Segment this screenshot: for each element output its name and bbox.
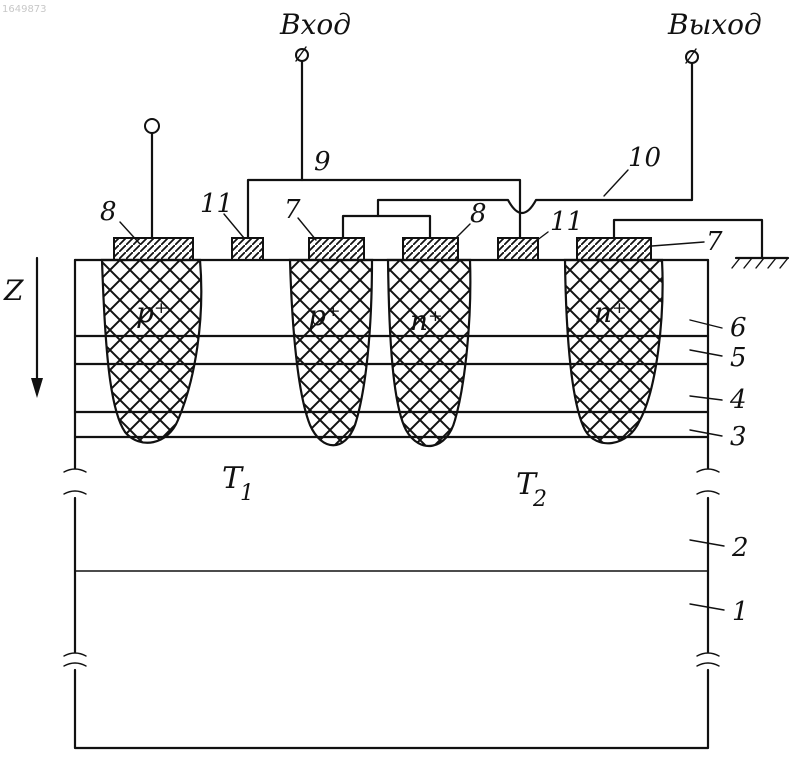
p-plus-region-center [290,260,372,445]
label-7-right: 7 [706,227,723,257]
label-8-center: 8 [470,199,487,229]
z-axis-arrow [31,258,43,398]
contact-pad-7-right [577,238,651,260]
label-6: 6 [730,313,747,343]
output-terminal-label: Выход [667,8,762,41]
label-10: 10 [628,143,661,173]
label-4: 4 [729,385,747,415]
z-axis-label: Z [3,274,24,307]
label-11-right: 11 [550,207,583,237]
contact-pad-8-left [114,238,193,260]
n-plus-region-right [565,260,663,443]
input-terminal-label: Вход [279,8,351,41]
contact-pad-11-left [232,238,263,260]
label-9: 9 [314,147,331,177]
contact-pad-7-center [309,238,364,260]
contact-pad-11-right [498,238,538,260]
region-label-p-center: p⁺ [308,299,341,332]
watermark: 1649873 [2,4,47,15]
transistor-subscript-t1: 1 [240,481,254,506]
bias-terminal-icon [145,119,159,133]
transistor-subscript-t2: 2 [532,487,547,512]
region-label-p-left: p⁺ [136,296,169,329]
n-plus-region-center [388,260,470,446]
label-7-center: 7 [284,195,301,225]
label-5: 5 [730,343,747,373]
region-label-n-center: n⁺ [410,304,443,337]
label-8-left: 8 [100,197,117,227]
p-plus-region-left [102,260,201,443]
label-1: 1 [732,597,749,627]
contact-pad-8-center [403,238,458,260]
region-label-n-right: n⁺ [594,296,627,329]
label-3: 3 [730,422,747,452]
label-11-left: 11 [200,189,233,219]
label-2: 2 [731,533,749,563]
